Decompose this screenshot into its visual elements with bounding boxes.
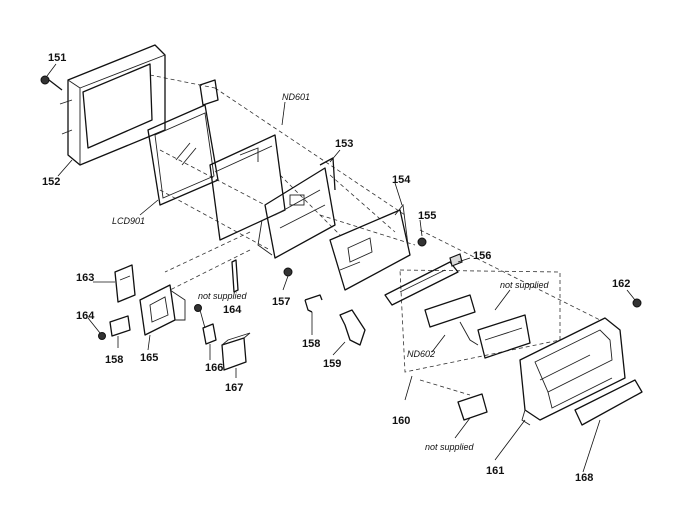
callout-lcd901: LCD901: [112, 216, 146, 226]
assembly-guide-lines: [149, 74, 601, 396]
lcd-panel-901: [147, 79, 219, 206]
note-not-supplied-cover: not supplied: [425, 442, 474, 452]
connector-board-156: [384, 253, 463, 306]
callout-167: 167: [225, 382, 244, 394]
cover-piece: [457, 393, 488, 421]
callout-157: 157: [272, 296, 291, 308]
screw-151: [40, 75, 63, 91]
callout-151: 151: [48, 52, 67, 64]
bracket-167: [221, 332, 251, 371]
callout-158-cable: 158: [302, 338, 321, 350]
backlight-nd601: [209, 134, 286, 241]
callout-152: 152: [42, 176, 61, 188]
callout-156: 156: [473, 250, 492, 262]
callout-164-left: 164: [76, 310, 95, 322]
rod-part: [231, 259, 239, 293]
callout-161: 161: [486, 465, 505, 477]
screw-164-right: [194, 304, 202, 312]
callout-166: 166: [205, 362, 224, 374]
hinge-bracket-163: [114, 264, 136, 303]
screw-157: [283, 267, 293, 277]
board-nd602: [424, 294, 531, 359]
note-not-supplied-board: not supplied: [500, 280, 549, 290]
callout-162: 162: [612, 278, 631, 290]
callout-159: 159: [323, 358, 342, 370]
rear-housing-161: [519, 317, 626, 426]
bracket-153: [257, 157, 336, 259]
callout-nd601: ND601: [282, 92, 311, 102]
screw-162: [632, 298, 642, 308]
part-166: [202, 323, 217, 345]
callout-nd602: ND602: [407, 349, 436, 359]
circuit-board-154: [329, 203, 411, 291]
cable-158: [304, 294, 323, 313]
hinge-165: [139, 284, 186, 336]
note-not-supplied-rod: not supplied: [198, 291, 247, 301]
cover-168: [574, 379, 643, 426]
callout-165: 165: [140, 352, 159, 364]
screw-155: [417, 237, 427, 247]
bezel-frame-152: [59, 44, 166, 166]
screw-164-left: [98, 332, 106, 340]
callout-168: 168: [575, 472, 594, 484]
clip-158: [109, 315, 131, 337]
callout-155: 155: [418, 210, 437, 222]
callout-160: 160: [392, 415, 411, 427]
callout-163: 163: [76, 272, 95, 284]
leader-lines: [46, 63, 636, 473]
callout-153: 153: [335, 138, 354, 150]
flex-cable-159: [339, 309, 366, 346]
callout-154: 154: [392, 174, 411, 186]
callout-164-right: 164: [223, 304, 242, 316]
callout-158-clip: 158: [105, 354, 124, 366]
